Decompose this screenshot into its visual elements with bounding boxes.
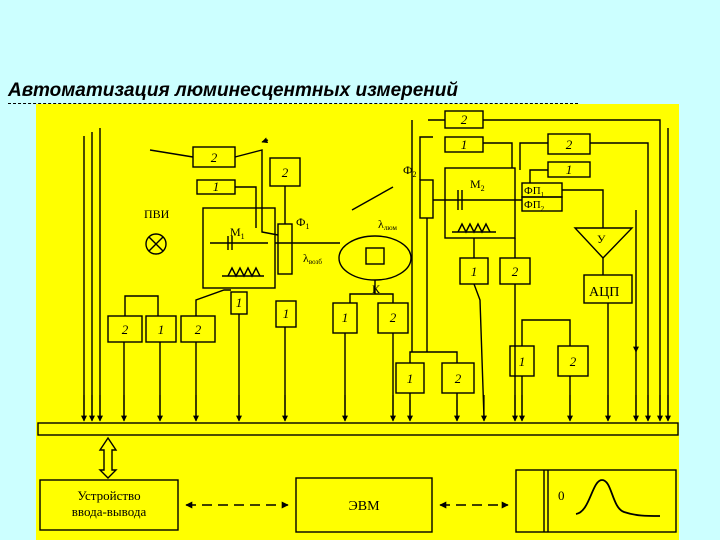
label-1: 1 xyxy=(283,306,290,321)
display-box xyxy=(515,469,677,533)
label-m1: М1 xyxy=(230,225,245,241)
label-fp2: ФП2 xyxy=(524,199,545,213)
block-2-left-b xyxy=(180,315,216,343)
lamp-icon xyxy=(145,233,167,255)
label-cuvette: К xyxy=(372,282,381,296)
slide-title: Автоматизация люминесцентных измерений xyxy=(8,80,458,101)
block-2-top-right xyxy=(547,133,591,155)
block-2-lower-right xyxy=(557,345,589,377)
label-f1: Ф1 xyxy=(296,215,309,231)
label-1: 1 xyxy=(158,322,165,337)
block-1-left xyxy=(145,315,177,343)
system-bus xyxy=(37,422,679,436)
label-2: 2 xyxy=(570,354,577,369)
label-f2: Ф2 xyxy=(403,163,416,179)
label-lambda-exc: λвозб xyxy=(303,251,322,266)
label-amplifier: У xyxy=(597,232,606,246)
block-1-top xyxy=(444,136,484,153)
monochromator-m2 xyxy=(444,167,516,239)
title-underline xyxy=(8,103,578,104)
label-1: 1 xyxy=(519,354,526,369)
block-1-f1 xyxy=(275,300,297,328)
label-io-device-line1: Устройство xyxy=(77,488,140,503)
computer-box xyxy=(295,477,433,533)
label-1: 1 xyxy=(471,264,478,279)
label-2: 2 xyxy=(512,264,519,279)
label-2: 2 xyxy=(122,322,129,337)
label-pvi: ПВИ xyxy=(144,207,170,221)
label-fp1: ФП1 xyxy=(524,185,545,199)
io-device-box xyxy=(39,479,179,531)
photodetector-fp2 xyxy=(521,196,563,212)
label-1: 1 xyxy=(342,310,349,325)
bus-io-link xyxy=(98,436,118,479)
block-2-lower xyxy=(441,362,475,394)
label-2: 2 xyxy=(390,310,397,325)
label-1: 1 xyxy=(407,371,414,386)
label-adc: АЦП xyxy=(589,285,619,300)
label-1: 1 xyxy=(236,295,243,310)
label-2: 2 xyxy=(195,322,202,337)
label-display-zero: 0 xyxy=(558,488,565,503)
label-2: 2 xyxy=(282,165,289,180)
label-1: 1 xyxy=(566,162,573,177)
label-2: 2 xyxy=(211,150,218,165)
label-lambda-lum: λлюм xyxy=(378,217,397,232)
label-2: 2 xyxy=(461,112,468,127)
spectrum-curve xyxy=(575,479,661,517)
monochromator-m1 xyxy=(202,207,276,289)
label-io-device-line2: ввода-вывода xyxy=(72,504,147,519)
label-2: 2 xyxy=(455,371,462,386)
label-2: 2 xyxy=(566,137,573,152)
label-1: 1 xyxy=(213,179,220,194)
label-1: 1 xyxy=(461,137,468,152)
label-computer: ЭВМ xyxy=(348,499,380,514)
label-m2: М2 xyxy=(470,177,485,193)
mirror xyxy=(351,186,394,211)
